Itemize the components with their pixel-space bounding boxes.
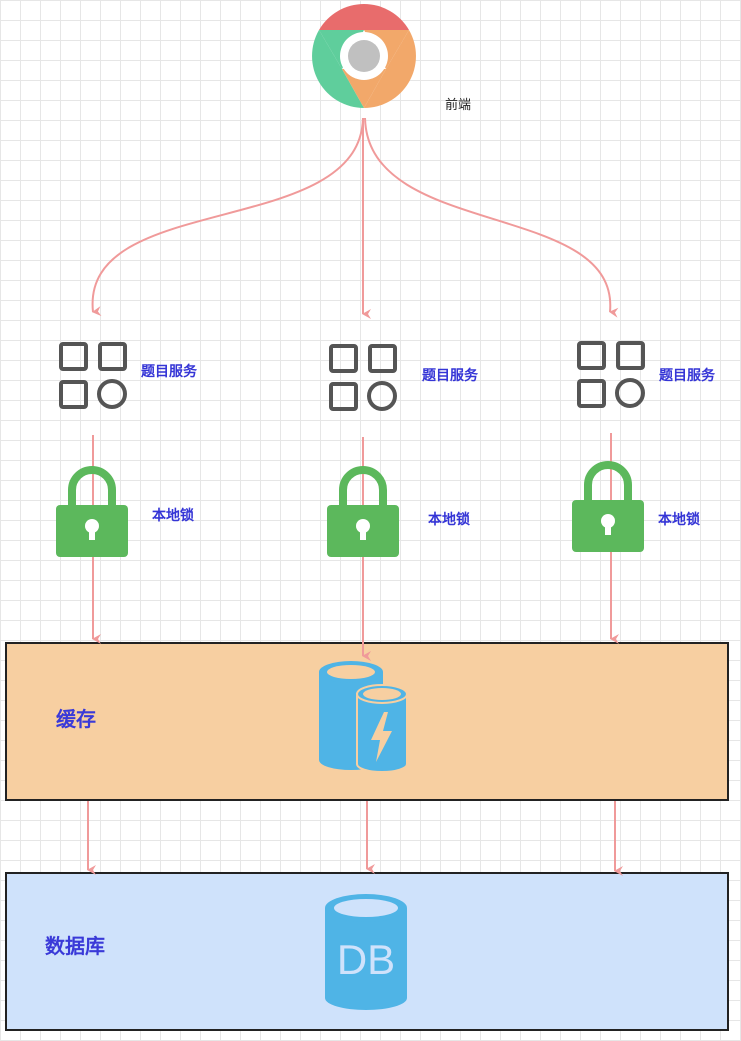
cache-database-icon xyxy=(319,661,408,773)
service-label-1: 题目服务 xyxy=(141,364,197,380)
apps-grid-icon xyxy=(577,341,645,408)
arrow-frontend-to-service-1 xyxy=(91,117,364,317)
padlock-icon xyxy=(56,466,128,557)
cache-to-db-arrows xyxy=(87,801,623,876)
lock-label-2: 本地锁 xyxy=(428,512,470,528)
service-label-2: 题目服务 xyxy=(422,368,478,384)
padlock-icon xyxy=(327,466,399,557)
lock-label-3: 本地锁 xyxy=(658,512,700,528)
apps-grid-icon xyxy=(329,344,397,411)
frontend-to-services-arrows xyxy=(91,117,619,319)
chrome-icon xyxy=(312,4,416,108)
service-label-3: 题目服务 xyxy=(659,368,715,384)
db-icon-text: DB xyxy=(336,936,396,983)
arrow-frontend-to-service-3 xyxy=(364,117,619,318)
padlock-icon xyxy=(572,461,644,552)
database-icon xyxy=(325,894,407,1010)
cache-label: 缓存 xyxy=(56,707,96,731)
apps-grid-icon xyxy=(59,342,127,409)
database-label: 数据库 xyxy=(45,934,105,958)
frontend-label: 前端 xyxy=(445,98,472,113)
lock-label-1: 本地锁 xyxy=(152,508,194,524)
